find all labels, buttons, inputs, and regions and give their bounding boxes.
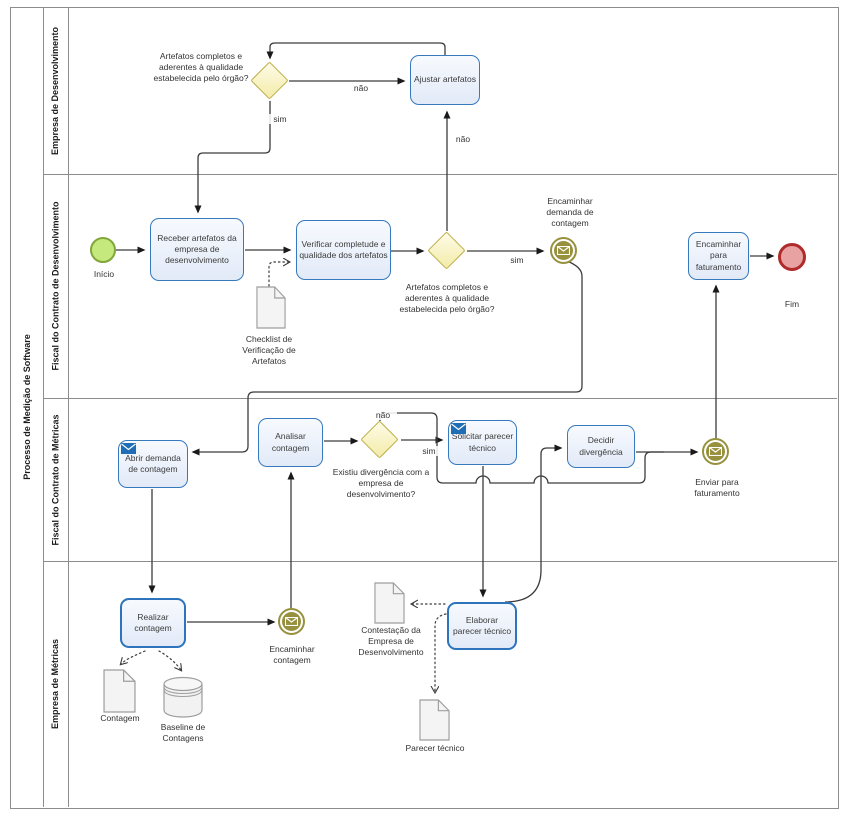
- gateway-divergencia-label: Existiu divergência com a empresa de des…: [332, 467, 430, 500]
- message-event-enviar-faturamento[interactable]: [702, 438, 729, 465]
- message-event-encaminhar-demanda-label: Encaminhar demanda de contagem: [546, 196, 594, 229]
- message-event-encaminhar-demanda[interactable]: [550, 237, 577, 264]
- lane-border-1: [43, 174, 837, 175]
- message-icon-blue: [121, 443, 136, 454]
- task-ajustar-artefatos[interactable]: Ajustar artefatos: [410, 55, 480, 105]
- task-verificar-completude[interactable]: Verificar completude e qualidade dos art…: [296, 220, 391, 280]
- document-contagem-label: Contagem: [100, 713, 140, 723]
- envelope-icon: [554, 241, 573, 260]
- start-event-label: Início: [93, 269, 115, 279]
- edge-label-sim-2: sim: [503, 255, 531, 265]
- edge-label-nao-2: não: [449, 134, 477, 144]
- datastore-baseline-label: Baseline de Contagens: [160, 722, 206, 744]
- message-event-encaminhar-contagem-label: Encaminhar contagem: [269, 644, 315, 666]
- datastore-baseline[interactable]: [163, 676, 203, 718]
- document-checklist-label: Checklist de Verificação de Artefatos: [242, 334, 296, 367]
- edge-label-sim-1: sim: [266, 114, 294, 124]
- task-elaborar-parecer[interactable]: Elaborar parecer técnico: [447, 602, 517, 650]
- edge-label-nao-3: não: [369, 410, 397, 420]
- end-event-fim[interactable]: [778, 243, 806, 271]
- task-abrir-demanda[interactable]: Abrir demanda de contagem: [118, 440, 188, 488]
- message-event-encaminhar-contagem[interactable]: [278, 608, 305, 635]
- message-icon-blue: [451, 423, 466, 434]
- envelope-icon: [282, 612, 301, 631]
- edge-label-sim-3: sim: [415, 446, 443, 456]
- message-event-enviar-faturamento-label: Enviar para faturamento: [694, 477, 740, 499]
- task-receber-artefatos[interactable]: Receber artefatos da empresa de desenvol…: [150, 218, 244, 281]
- task-decidir-divergencia[interactable]: Decidir divergência: [567, 425, 635, 468]
- task-encaminhar-faturamento[interactable]: Encaminhar para faturamento: [688, 232, 749, 280]
- task-analisar-contagem[interactable]: Analisar contagem: [258, 418, 323, 467]
- lane-border-2: [43, 398, 837, 399]
- document-parecer[interactable]: [419, 699, 450, 741]
- pool-title-divider: [43, 7, 44, 807]
- document-checklist[interactable]: [256, 286, 286, 329]
- task-realizar-contagem[interactable]: Realizar contagem: [120, 598, 186, 648]
- gateway-qualidade-fiscal-label: Artefatos completos e aderentes à qualid…: [399, 282, 495, 315]
- pool-border: [10, 7, 839, 809]
- lane-border-3: [43, 561, 837, 562]
- end-event-label: Fim: [784, 299, 800, 309]
- document-contestacao[interactable]: [374, 582, 405, 624]
- document-contestacao-label: Contestação da Empresa de Desenvolviment…: [358, 625, 424, 658]
- document-parecer-label: Parecer técnico: [405, 743, 465, 753]
- start-event-inicio[interactable]: [90, 237, 116, 263]
- document-contagem[interactable]: [103, 669, 136, 713]
- envelope-icon: [706, 442, 725, 461]
- lane-label-divider: [68, 7, 69, 807]
- gateway-qualidade-empresa-label: Artefatos completos e aderentes à qualid…: [153, 51, 249, 84]
- edge-label-nao-1: não: [347, 83, 375, 93]
